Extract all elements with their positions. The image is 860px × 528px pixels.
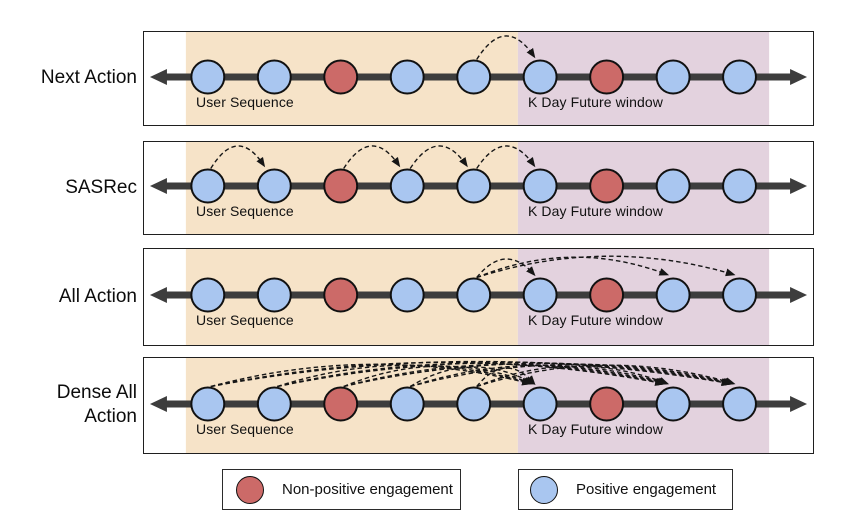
row-label-next-action: Next Action <box>40 67 137 89</box>
future-window-label: K Day Future window <box>528 93 663 110</box>
future-window-label: K Day Future window <box>528 312 663 329</box>
non-positive-circle-icon <box>236 475 264 504</box>
timeline-diagram-dense-all-action <box>149 358 808 453</box>
legend-positive: Positive engagement <box>518 469 733 510</box>
row-sasrec: User Sequence K Day Future window <box>143 141 814 235</box>
future-window-label: K Day Future window <box>528 203 663 220</box>
user-sequence-label: User Sequence <box>196 420 294 437</box>
positive-circle-icon <box>530 475 558 504</box>
legend-positive-label: Positive engagement <box>576 481 717 498</box>
row-dense-all-action: User Sequence K Day Future window <box>143 357 814 454</box>
row-label-dense-all-action: Dense All Action <box>56 382 137 427</box>
user-sequence-label: User Sequence <box>196 203 294 220</box>
timeline-diagram-sasrec <box>149 142 808 234</box>
future-window-label: K Day Future window <box>528 420 663 437</box>
row-next-action: User Sequence K Day Future window <box>143 31 814 126</box>
row-label-sasrec: SASRec <box>65 177 137 199</box>
legend-non-positive-label: Non-positive engagement <box>282 481 453 498</box>
user-sequence-label: User Sequence <box>196 312 294 329</box>
user-sequence-label: User Sequence <box>196 93 294 110</box>
timeline-diagram-all-action <box>149 249 808 345</box>
row-all-action: User Sequence K Day Future window <box>143 248 814 346</box>
timeline-diagram-next-action <box>149 32 808 125</box>
legend-non-positive: Non-positive engagement <box>222 469 461 510</box>
row-label-all-action: All Action <box>58 286 137 308</box>
